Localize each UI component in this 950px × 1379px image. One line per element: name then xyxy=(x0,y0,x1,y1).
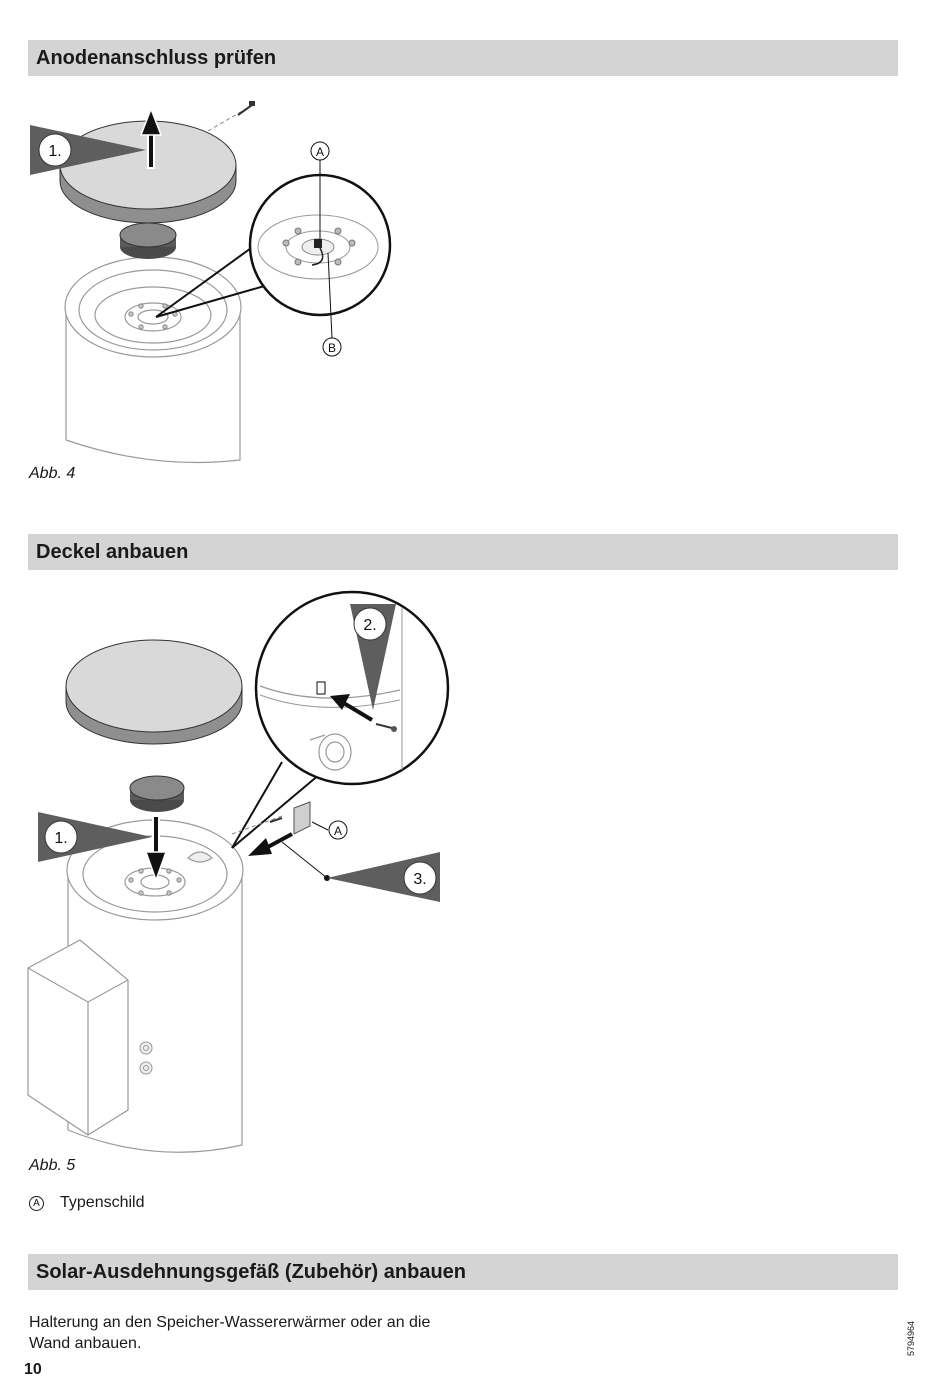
legend-letter: A xyxy=(29,1195,44,1211)
section-title: Solar-Ausdehnungsgefäß (Zubehör) anbauen xyxy=(36,1260,467,1283)
tank-body xyxy=(64,256,242,464)
magnifier-leader xyxy=(231,761,321,849)
screw-detail xyxy=(375,723,397,732)
step-3-marker: 3. xyxy=(281,841,440,902)
pipe-stub xyxy=(309,733,352,771)
legend-text: Typenschild xyxy=(60,1194,145,1211)
screw xyxy=(207,101,255,132)
body-paragraph: Halterung an den Speicher-Wassererwärmer… xyxy=(29,1314,431,1352)
figure-5-caption: Abb. 5 xyxy=(29,1157,76,1174)
callout-a: A xyxy=(311,820,348,840)
push-arrow-icon xyxy=(248,832,293,856)
section-title: Anodenanschluss prüfen xyxy=(36,46,277,69)
step-1-marker: 1. xyxy=(38,812,152,862)
lift-arrow-icon xyxy=(139,106,163,169)
section-heading-anodenanschluss: Anodenanschluss prüfen xyxy=(28,40,898,76)
callout-b: B xyxy=(322,252,342,357)
callout-b-label: B xyxy=(328,341,336,355)
document-id: 5794964 xyxy=(906,1320,916,1356)
figure-4-caption: Abb. 4 xyxy=(29,465,76,482)
type-plate xyxy=(231,801,311,835)
step-3-label: 3. xyxy=(413,871,426,888)
insert-arrow-icon xyxy=(330,694,374,722)
step-2-label: 2. xyxy=(363,617,376,634)
callout-a-label: A xyxy=(334,824,342,838)
detail-magnifier xyxy=(248,173,392,317)
callout-a: A xyxy=(310,141,330,239)
figure-5-lid-mounting-illustration: 1. 2. xyxy=(27,590,450,1153)
legend-item: A Typenschild xyxy=(29,1194,145,1212)
step-1-marker: 1. xyxy=(30,125,146,175)
tank-plug xyxy=(119,222,177,259)
tank-plug xyxy=(129,775,185,812)
section-heading-solar-ausdehnungsgefaess: Solar-Ausdehnungsgefäß (Zubehör) anbauen xyxy=(28,1254,898,1290)
down-arrow-icon xyxy=(144,815,168,883)
pipe-connectors xyxy=(139,1041,153,1075)
step-1-label: 1. xyxy=(54,830,67,847)
callout-a-label: A xyxy=(316,145,324,159)
detail-magnifier: 2. xyxy=(254,590,450,786)
section-heading-deckel: Deckel anbauen xyxy=(28,534,898,570)
page-number: 10 xyxy=(24,1361,42,1378)
flange-bolts xyxy=(128,303,178,330)
section-title: Deckel anbauen xyxy=(36,540,189,563)
figure-4-anode-connection-illustration: 1. A B xyxy=(30,101,392,464)
step-1-label: 1. xyxy=(48,143,61,160)
flange-bolts xyxy=(128,868,182,896)
magnifier-leader xyxy=(155,242,269,318)
controller-box xyxy=(27,939,129,1136)
tank-lid xyxy=(65,639,243,745)
